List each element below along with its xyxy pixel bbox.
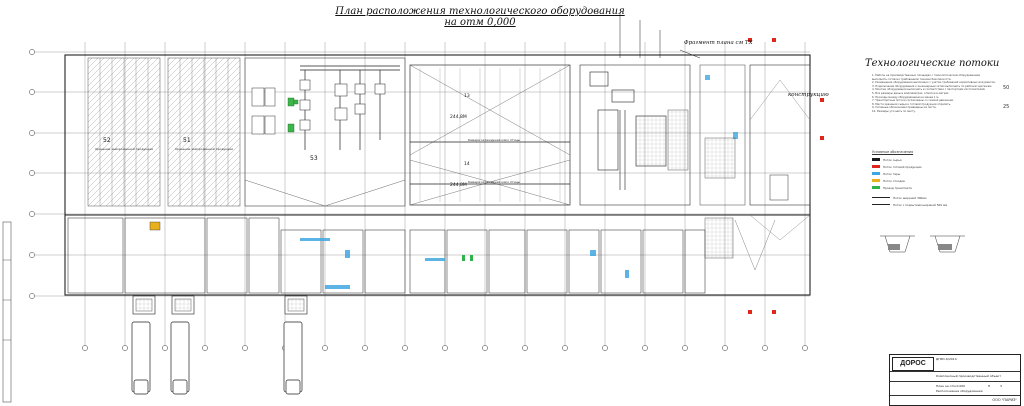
note-line: 8. Места хранения сырья и готовой продук… [872, 102, 952, 106]
note-line: 9. Условные обозначения приведены на лис… [872, 106, 937, 110]
drawing-title: План расположения технологического обору… [335, 6, 625, 28]
legend-label: Поток отходов [883, 178, 905, 183]
axis-bubbles [29, 49, 808, 351]
cam-2-caption: Камера охлаждения мясо птицы [468, 180, 521, 184]
lower-rooms [67, 217, 706, 294]
area-14: 244,8М [450, 182, 467, 188]
line-swatch [872, 203, 890, 206]
note-line: 7. Транспортные потоки согласованы со сх… [872, 99, 954, 103]
note-line: 3. Подключение оборудования к инженерным… [872, 84, 993, 88]
zone-51-caption: Хранение замороженной продукции [175, 147, 233, 151]
area-13: 244,8М [450, 114, 467, 120]
note-line: 2. Размещение оборудования выполнено с у… [872, 81, 996, 85]
legend-swatch [872, 186, 880, 189]
zone-14-label: 14 [464, 161, 470, 167]
trucks [131, 321, 303, 395]
note-line: 6. Проходы между оборудованием не менее … [872, 95, 940, 99]
blue-equipment [705, 75, 738, 139]
zone-52-caption: Хранение замороженной продукции [95, 147, 153, 151]
fragment-callout: Фрагмент плана см TX [684, 40, 753, 46]
conveyor-lines [300, 65, 400, 150]
zone-13-label: 13 [464, 93, 470, 99]
legend-label: Проезд транспорта [883, 185, 912, 190]
tb-line-2: План на отм.0,000 [936, 384, 966, 388]
note-line: 10. Размеры уточнить по месту. [872, 109, 916, 113]
legend-swatch [872, 172, 880, 175]
zone-51-label: 51 [183, 137, 191, 144]
right-bay [749, 64, 811, 206]
legend-label: Поток сырья [883, 157, 902, 162]
legend-swatch [872, 179, 880, 182]
legend-item: Поток сырья [872, 156, 1012, 163]
legend-item: Поток готовой продукции [872, 163, 1012, 170]
legend-block: Условные обозначения Поток сырья Поток г… [872, 150, 1012, 208]
line-label: Поток с покрытием шириной 500 мм [893, 202, 948, 207]
side-value-50: 50 [1003, 85, 1010, 91]
legend-item: Поток отходов [872, 177, 1012, 184]
legend-swatch [872, 158, 880, 161]
legend-item: Поток тары [872, 170, 1012, 177]
binding-margin [2, 221, 12, 403]
tb-stage: П [988, 384, 991, 388]
zone-52-label: 52 [103, 137, 111, 144]
note-line: выполнять согласно требованиям техники б… [872, 77, 952, 81]
konstr-callout: конструкцию [788, 92, 829, 98]
doc-code: ДПРО-К/2014 [936, 357, 957, 361]
tb-line-1: Комплексный производственный объект [936, 374, 1001, 378]
legend-title: Условные обозначения [872, 150, 914, 154]
side-value-25: 25 [1003, 104, 1010, 110]
line-label: Поток шириной 300мм [893, 195, 927, 200]
section-sketches [880, 235, 965, 253]
title-block: ДОРОС ДПРО-К/2014 Комплексный производст… [889, 354, 1021, 406]
notes-block: 1. Работы на производственных площадях с… [872, 74, 1012, 114]
tb-sheet: 3 [1000, 384, 1002, 388]
loading-docks [132, 295, 308, 315]
cold-room-block [409, 64, 571, 206]
processing-area [579, 64, 691, 206]
cam-1-caption: Камера охлаждения мясо птицы [468, 138, 521, 142]
tb-org: ООО "ПАРИЗ" [992, 398, 1017, 402]
line-item: Поток с покрытием шириной 500 мм [872, 201, 1012, 208]
legend-item: Проезд транспорта [872, 184, 1012, 191]
tb-line-3: Расположение оборудования [936, 389, 983, 393]
legend-label: Поток тары [883, 171, 901, 176]
zone-53-label: 53 [310, 155, 318, 162]
line-swatch [872, 197, 890, 198]
legend-swatch [872, 165, 880, 168]
line-item: Поток шириной 300мм [872, 194, 1012, 201]
green-equipment [287, 97, 299, 133]
legend-label: Поток готовой продукции [883, 164, 922, 169]
note-line: 1. Работы на производственных площадях с… [872, 74, 981, 77]
company-logo: ДОРОС [892, 357, 934, 371]
note-line: 5. Все размеры даны в миллиметрах, отмет… [872, 91, 950, 95]
flows-title: Технологические потоки [865, 58, 1000, 69]
note-line: 4. Монтаж оборудования выполнять в соотв… [872, 88, 986, 92]
